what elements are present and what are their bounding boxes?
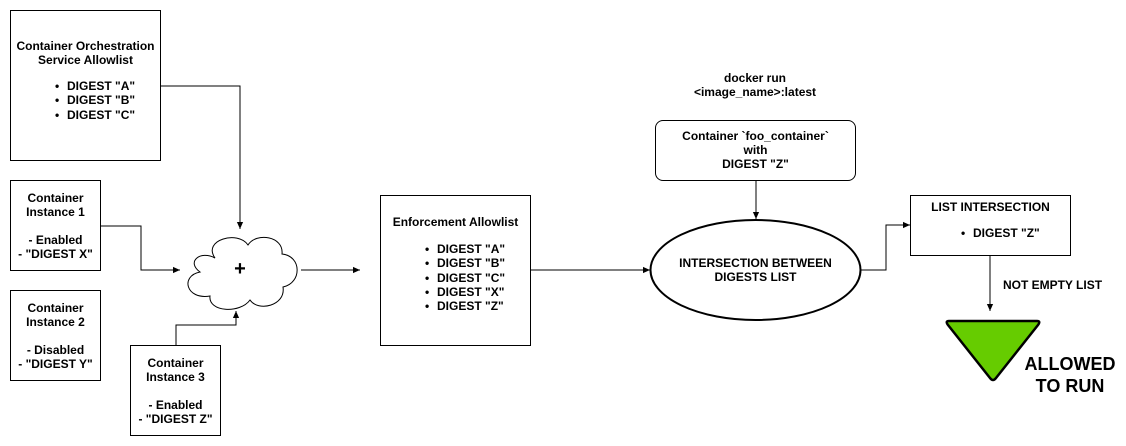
orchestration-item: DIGEST "C" xyxy=(67,108,160,122)
result-item: DIGEST "Z" xyxy=(973,226,1070,240)
outcome-line2: TO RUN xyxy=(1035,376,1105,396)
instance3-digest: - "DIGEST Z" xyxy=(138,412,213,426)
merge-cloud-shape xyxy=(187,236,298,310)
enforcement-allowlist-box: Enforcement Allowlist DIGEST "A" DIGEST … xyxy=(380,195,531,346)
intersection-ellipse xyxy=(649,219,862,321)
instance1-digest: - "DIGEST X" xyxy=(18,247,93,261)
condition-label: NOT EMPTY LIST xyxy=(1002,278,1103,292)
instance2-status: - Disabled xyxy=(26,343,85,357)
result-title: LIST INTERSECTION xyxy=(931,200,1050,214)
instance2-digest: - "DIGEST Y" xyxy=(18,357,93,371)
orchestration-item: DIGEST "A" xyxy=(67,79,160,93)
instance2-line2: Instance 2 xyxy=(26,315,85,329)
outcome-label: ALLOWED TO RUN xyxy=(1016,353,1124,397)
instance3-status: - Enabled xyxy=(148,398,203,412)
orchestration-item: DIGEST "B" xyxy=(67,93,160,107)
instance3-line1: Container xyxy=(147,356,204,370)
container-instance-2-box: Container Instance 2 - Disabled - "DIGES… xyxy=(10,290,101,381)
orchestration-title-line1: Container Orchestration xyxy=(16,39,155,53)
edge-instance1-to-merge xyxy=(101,225,180,274)
container-instance-3-box: Container Instance 3 - Enabled - "DIGEST… xyxy=(130,345,221,436)
outcome-line1: ALLOWED xyxy=(1024,354,1116,374)
container-instance-1-box: Container Instance 1 - Enabled - "DIGEST… xyxy=(10,180,101,271)
enforcement-title: Enforcement Allowlist xyxy=(392,215,519,229)
list-intersection-box: LIST INTERSECTION DIGEST "Z" xyxy=(910,195,1071,256)
container-line2: with xyxy=(743,143,768,157)
edge-intersection-to-result xyxy=(861,221,910,271)
enforcement-item: DIGEST "B" xyxy=(437,256,530,270)
merge-symbol: + xyxy=(234,258,246,280)
intersection-line2: DIGESTS LIST xyxy=(714,270,797,284)
edge-orchestration-to-merge xyxy=(161,85,244,229)
container-line1: Container `foo_container` xyxy=(682,129,829,143)
enforcement-item: DIGEST "Z" xyxy=(437,299,530,313)
intersection-label: INTERSECTION BETWEEN DIGESTS LIST xyxy=(655,256,856,284)
enforcement-item: DIGEST "A" xyxy=(437,242,530,256)
instance2-line1: Container xyxy=(27,301,84,315)
foo-container-box: Container `foo_container` with DIGEST "Z… xyxy=(655,120,856,181)
intersection-line1: INTERSECTION BETWEEN xyxy=(679,256,832,270)
instance1-line1: Container xyxy=(27,191,84,205)
orchestration-allowlist-box: Container Orchestration Service Allowlis… xyxy=(10,10,161,161)
edge-instance3-to-merge xyxy=(175,311,240,345)
instance1-status: - Enabled xyxy=(28,233,83,247)
docker-line1: docker run xyxy=(723,71,786,85)
instance1-line2: Instance 1 xyxy=(26,205,85,219)
enforcement-item: DIGEST "X" xyxy=(437,285,530,299)
orchestration-title-line2: Service Allowlist xyxy=(38,53,133,67)
instance3-line2: Instance 3 xyxy=(146,370,205,384)
docker-line2: <image_name>:latest xyxy=(693,85,817,99)
container-line3: DIGEST "Z" xyxy=(722,157,789,171)
docker-run-label: docker run <image_name>:latest xyxy=(655,71,855,99)
outcome-triangle xyxy=(945,319,1041,382)
enforcement-item: DIGEST "C" xyxy=(437,271,530,285)
